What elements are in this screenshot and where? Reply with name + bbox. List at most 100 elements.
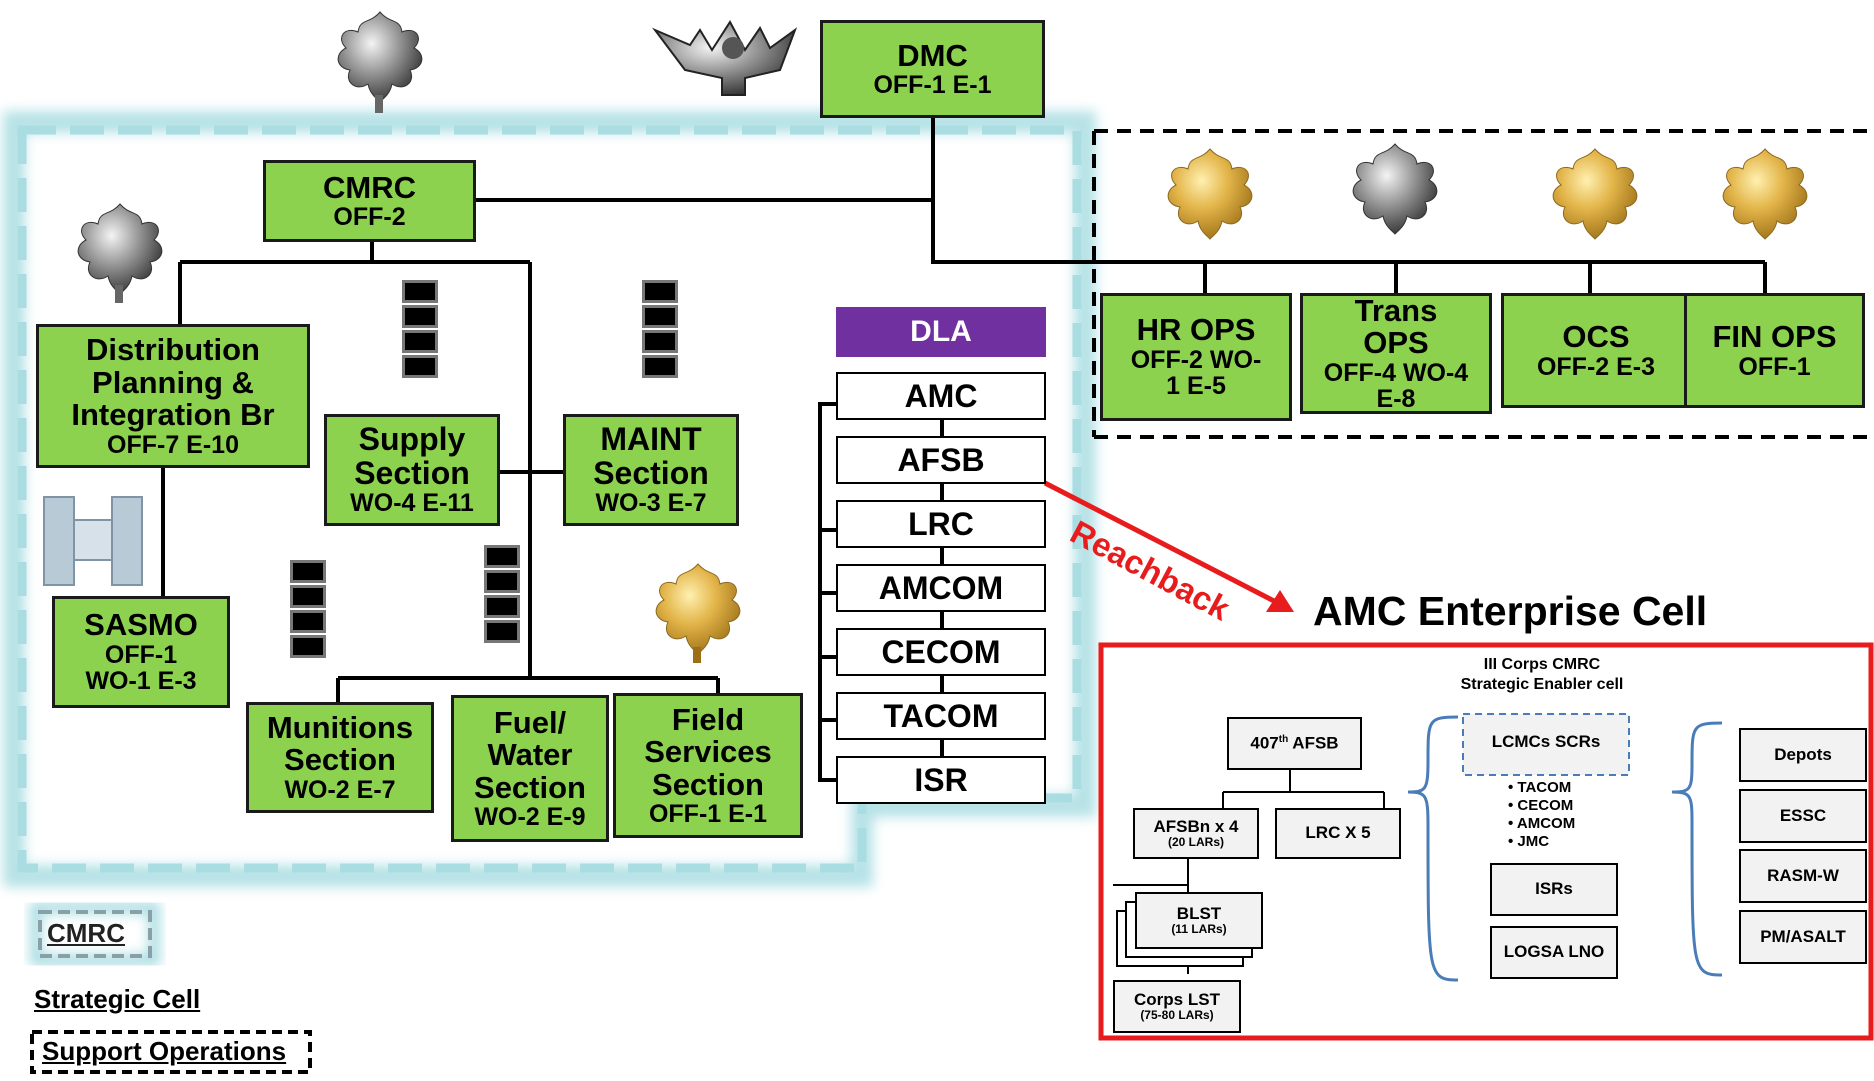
dpib-line2: Planning & xyxy=(92,364,254,400)
munitions-line2: Section xyxy=(284,742,396,778)
legend-cmrc-label: CMRC xyxy=(47,918,125,948)
fuel-water-section-box: Fuel/ Water Section WO-2 E-9 xyxy=(451,695,609,842)
lrc-x5-box: LRC X 5 xyxy=(1275,808,1401,859)
depots-label: Depots xyxy=(1774,744,1832,764)
fuel-staffing: WO-2 E-9 xyxy=(474,803,586,832)
blst-label: BLST xyxy=(1176,903,1222,923)
fuel-line1: Fuel/ xyxy=(493,704,567,740)
logsa-lno-box: LOGSA LNO xyxy=(1490,926,1618,979)
enterprise-cell-title: AMC Enterprise Cell xyxy=(1313,588,1708,634)
dpib-line1: Distribution xyxy=(86,332,260,368)
fin-ops-title: FIN OPS xyxy=(1712,319,1837,355)
blst-box: BLST (11 LARs) xyxy=(1135,892,1263,949)
sasmo-title: SASMO xyxy=(84,607,198,643)
warrant-officer-bars-icon xyxy=(402,280,438,380)
silver-oak-leaf-icon xyxy=(1352,143,1438,235)
dmc-title: DMC xyxy=(897,37,968,73)
trans-ops-title-2: OPS xyxy=(1363,325,1429,361)
fin-ops-box: FIN OPS OFF-1 xyxy=(1684,293,1865,408)
gold-oak-leaf-icon xyxy=(1552,148,1638,240)
silver-oak-leaf-icon xyxy=(77,203,163,303)
enabler-lrc-box: LRC xyxy=(836,500,1046,548)
cmrc-staffing: OFF-2 xyxy=(333,203,406,232)
rasm-w-box: RASM-W xyxy=(1739,849,1867,903)
captain-bars-icon xyxy=(43,496,143,586)
trans-ops-staffing-1: OFF-4 WO-4 xyxy=(1323,358,1469,387)
logsa-lno-label: LOGSA LNO xyxy=(1503,942,1605,962)
munitions-section-box: Munitions Section WO-2 E-7 xyxy=(246,702,434,813)
fin-ops-staffing: OFF-1 xyxy=(1738,352,1811,381)
cmrc-title: CMRC xyxy=(323,169,416,205)
supply-section-box: Supply Section WO-4 E-11 xyxy=(324,414,500,526)
blst-sublabel: (11 LARs) xyxy=(1171,922,1227,937)
enterprise-header: III Corps CMRC Strategic Enabler cell xyxy=(1420,655,1664,695)
dpib-line3: Integration Br xyxy=(71,397,275,433)
corps-lst-sublabel: (75-80 LARs) xyxy=(1140,1008,1214,1023)
cmrc-box: CMRC OFF-2 xyxy=(263,160,476,242)
hr-ops-title: HR OPS xyxy=(1136,312,1256,348)
reachback-arrow xyxy=(1043,480,1294,612)
trans-ops-staffing-2: E-8 xyxy=(1376,385,1416,414)
essc-label: ESSC xyxy=(1779,805,1827,825)
essc-box: ESSC xyxy=(1739,789,1867,843)
isrs-label: ISRs xyxy=(1535,879,1573,899)
dla-box: DLA xyxy=(836,307,1046,357)
field-line3: Section xyxy=(652,766,764,802)
warrant-officer-bars-icon xyxy=(484,545,520,645)
hr-ops-staffing-2: 1 E-5 xyxy=(1166,372,1226,401)
distribution-planning-box: Distribution Planning & Integration Br O… xyxy=(36,324,310,468)
lcmc-list: TACOM CECOM AMCOM JMC xyxy=(1508,779,1575,851)
ocs-title: OCS xyxy=(1562,319,1630,355)
enabler-amcom-box: AMCOM xyxy=(836,564,1046,612)
dmc-box: DMC OFF-1 E-1 xyxy=(820,20,1045,118)
lcmc-list-item: JMC xyxy=(1508,833,1575,851)
hr-ops-staffing-1: OFF-2 WO- xyxy=(1130,346,1262,375)
silver-oak-leaf-icon xyxy=(337,11,423,113)
maint-staffing: WO-3 E-7 xyxy=(595,489,707,518)
field-staffing: OFF-1 E-1 xyxy=(648,800,768,829)
trans-ops-title-1: Trans xyxy=(1354,293,1438,328)
munitions-line1: Munitions xyxy=(266,709,414,745)
afsb-407-number: 407 xyxy=(1250,733,1279,753)
afsbn-sublabel: (20 LARs) xyxy=(1167,835,1224,850)
munitions-staffing: WO-2 E-7 xyxy=(284,775,396,804)
corps-lst-box: Corps LST (75-80 LARs) xyxy=(1113,980,1241,1033)
trans-ops-box: Trans OPS OFF-4 WO-4 E-8 xyxy=(1300,293,1492,414)
supply-line1: Supply xyxy=(358,421,466,458)
legend-strategic-cell-label: Strategic Cell xyxy=(34,984,201,1014)
afsbn-box: AFSBn x 4 (20 LARs) xyxy=(1133,808,1259,859)
gold-oak-leaf-icon xyxy=(655,563,741,663)
warrant-officer-bars-icon xyxy=(642,280,678,380)
rasm-w-label: RASM-W xyxy=(1767,865,1839,885)
isrs-box: ISRs xyxy=(1490,863,1618,916)
hr-ops-box: HR OPS OFF-2 WO- 1 E-5 xyxy=(1100,293,1292,421)
enabler-isr-box: ISR xyxy=(836,756,1046,804)
dpib-staffing: OFF-7 E-10 xyxy=(107,430,239,459)
enabler-afsb-box: AFSB xyxy=(836,436,1046,484)
gold-oak-leaf-icon xyxy=(1167,148,1253,240)
supply-line2: Section xyxy=(354,454,470,491)
afsb-407-label: 407th AFSB xyxy=(1250,734,1338,753)
enabler-amc-box: AMC xyxy=(836,372,1046,420)
ocs-box: OCS OFF-2 E-3 xyxy=(1501,293,1691,408)
afsb-407-suffix: th xyxy=(1278,733,1289,745)
warrant-officer-bars-icon xyxy=(290,560,326,660)
enabler-cecom-box: CECOM xyxy=(836,628,1046,676)
maint-section-box: MAINT Section WO-3 E-7 xyxy=(563,414,739,526)
maint-line2: Section xyxy=(593,454,709,491)
support-operations-region xyxy=(1092,129,1874,439)
field-line2: Services xyxy=(644,734,772,770)
afsb-407-box: 407th AFSB xyxy=(1227,717,1362,770)
enterprise-header-2: Strategic Enabler cell xyxy=(1460,676,1624,693)
maint-line1: MAINT xyxy=(600,421,702,458)
afsb-407-name: AFSB xyxy=(1288,733,1339,753)
lcmc-scrs-label: LCMCs SCRs xyxy=(1491,732,1601,751)
fuel-line2: Water xyxy=(487,737,573,773)
corps-lst-label: Corps LST xyxy=(1134,989,1220,1009)
gold-oak-leaf-icon xyxy=(1722,148,1808,240)
enterprise-header-1: III Corps CMRC xyxy=(1483,656,1601,673)
sasmo-staffing-2: WO-1 E-3 xyxy=(85,667,197,696)
lcmc-list-item: TACOM xyxy=(1508,779,1575,797)
enabler-tacom-box: TACOM xyxy=(836,692,1046,740)
ocs-staffing: OFF-2 E-3 xyxy=(1536,352,1656,381)
